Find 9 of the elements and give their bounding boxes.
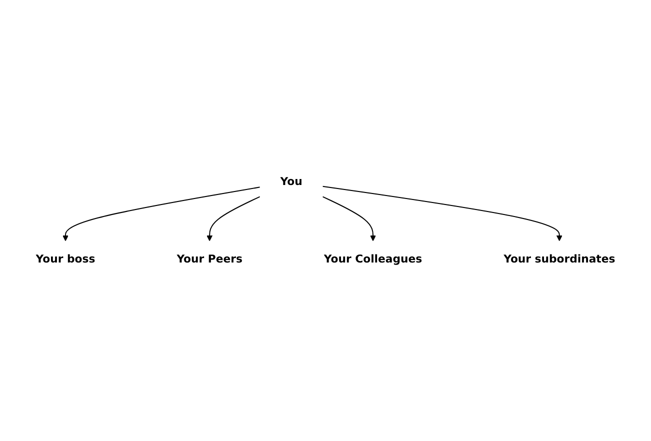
arrow bbox=[62, 186, 260, 242]
node-text: Your subordinates bbox=[504, 252, 616, 266]
arrow bbox=[206, 196, 260, 242]
arrow bbox=[322, 186, 562, 242]
node-text: Your Colleagues bbox=[324, 252, 422, 266]
node-text: You bbox=[280, 175, 302, 188]
node-text: Your Peers bbox=[176, 252, 242, 266]
node-text: Your boss bbox=[36, 252, 96, 266]
arrow bbox=[322, 196, 376, 242]
